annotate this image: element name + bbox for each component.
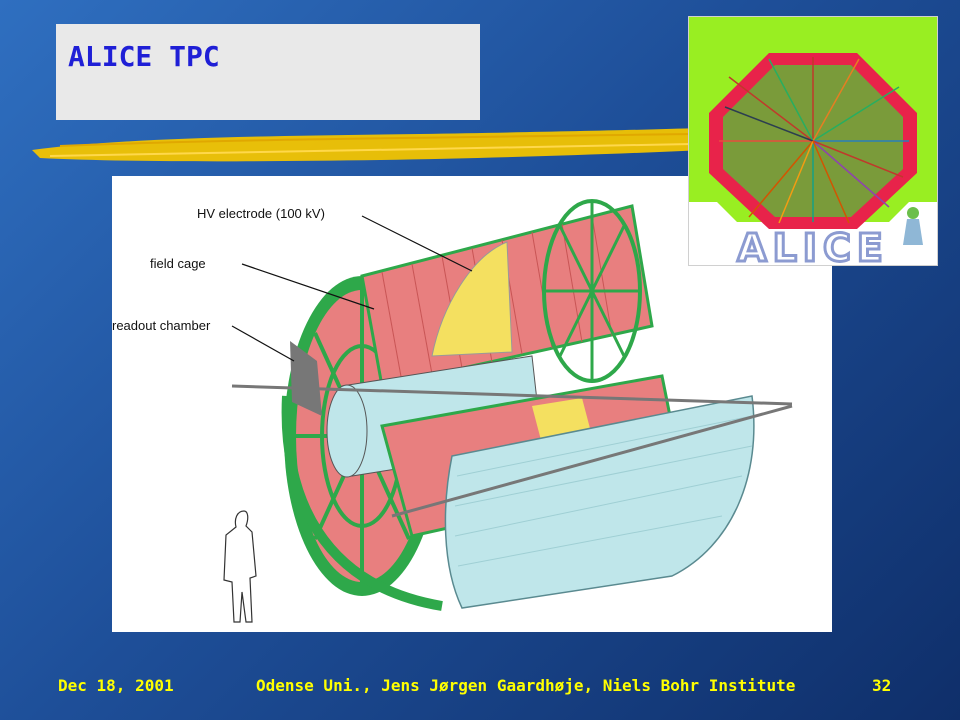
- alice-logo-svg: ALICE: [689, 17, 937, 272]
- alice-logo: ALICE: [688, 16, 938, 272]
- label-readout-chamber: readout chamber: [112, 318, 211, 333]
- footer-center: Odense Uni., Jens Jørgen Gaardhøje, Niel…: [256, 676, 796, 695]
- label-field-cage: field cage: [150, 256, 206, 271]
- alice-figure-icon: [903, 207, 923, 245]
- tpc-diagram-svg: HV electrode (100 kV) field cage readout…: [112, 199, 793, 623]
- title-box: ALICE TPC: [56, 24, 480, 120]
- page-number: 32: [872, 676, 892, 695]
- footer-date: Dec 18, 2001: [58, 676, 174, 695]
- tpc-diagram: HV electrode (100 kV) field cage readout…: [112, 176, 832, 632]
- outer-vessel: [444, 395, 755, 609]
- alice-logo-text: ALICE: [737, 226, 889, 265]
- hv-electrode: [431, 241, 513, 357]
- readout-chamber: [290, 341, 322, 416]
- slide-title: ALICE TPC: [68, 40, 220, 73]
- yellow-brush-stroke: [32, 128, 704, 162]
- label-hv-electrode: HV electrode (100 kV): [197, 206, 325, 221]
- human-silhouette-icon: [223, 510, 257, 623]
- footer: Dec 18, 2001 Odense Uni., Jens Jørgen Ga…: [0, 676, 960, 700]
- particle-tracks: [719, 57, 909, 224]
